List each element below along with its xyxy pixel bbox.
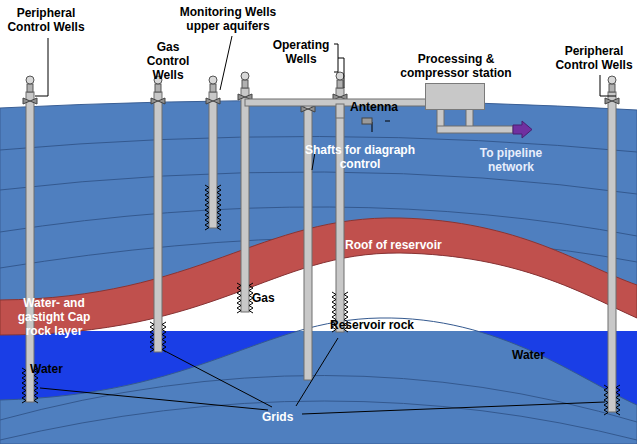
grid-screen bbox=[150, 322, 166, 327]
grid-screen bbox=[604, 390, 620, 395]
grid-screen bbox=[205, 210, 221, 215]
grid-screen bbox=[237, 283, 253, 288]
compressor-station: Processing & compressor station bbox=[425, 83, 485, 110]
grid-screen bbox=[332, 302, 348, 307]
grid-screen bbox=[22, 398, 38, 403]
grid-screen bbox=[205, 185, 221, 190]
zone-label: Water bbox=[512, 348, 545, 362]
valve bbox=[605, 98, 619, 104]
reservoir-base bbox=[0, 318, 637, 405]
grid-screen bbox=[150, 342, 166, 347]
grid-screen bbox=[604, 395, 620, 400]
well-label: Peripheral Control Wells bbox=[4, 6, 88, 34]
valve bbox=[151, 98, 165, 104]
grid-screen bbox=[332, 297, 348, 302]
well-label: Gas Control Wells bbox=[140, 40, 196, 82]
valve bbox=[206, 98, 220, 104]
well-pipe bbox=[241, 88, 249, 312]
wellhead bbox=[337, 80, 343, 88]
well-pipe bbox=[608, 92, 616, 412]
well-pipe bbox=[336, 88, 344, 332]
grid-screen bbox=[150, 332, 166, 337]
grid-screen bbox=[237, 288, 253, 293]
flow-arrow bbox=[513, 121, 532, 138]
part-label: Antenna bbox=[350, 100, 398, 114]
well-pipe bbox=[26, 92, 34, 402]
grid-screen bbox=[22, 393, 38, 398]
wellhead-cap bbox=[26, 76, 34, 84]
wellhead-cap bbox=[336, 72, 344, 80]
grid-screen bbox=[205, 190, 221, 195]
well-label: Monitoring Wells upper aquifers bbox=[172, 5, 284, 33]
grid-screen bbox=[604, 400, 620, 405]
wellhead bbox=[242, 80, 248, 88]
zone-label: Gas bbox=[252, 291, 275, 305]
well-label: Operating Wells bbox=[268, 38, 334, 66]
grid-screen bbox=[237, 303, 253, 308]
zone-label: Water bbox=[30, 362, 63, 376]
grid-screen bbox=[332, 292, 348, 297]
well-label: Peripheral Control Wells bbox=[554, 44, 634, 72]
flow-label: To pipeline network bbox=[468, 146, 554, 174]
grid-screen bbox=[205, 225, 221, 230]
wellhead-cap bbox=[608, 76, 616, 84]
valve bbox=[301, 106, 315, 112]
shaft-label: Shafts for diagraph control bbox=[300, 143, 420, 171]
grid-screen bbox=[332, 312, 348, 317]
grid-screen bbox=[205, 215, 221, 220]
wellhead-cap bbox=[209, 76, 217, 84]
grid-screen bbox=[237, 308, 253, 313]
grid-screen bbox=[604, 385, 620, 390]
surface-pipes bbox=[245, 99, 532, 138]
grid-screen bbox=[22, 388, 38, 393]
grid-screen bbox=[150, 337, 166, 342]
grid-screen bbox=[237, 298, 253, 303]
wellhead bbox=[210, 84, 216, 92]
grid-screen bbox=[22, 378, 38, 383]
wells bbox=[22, 72, 620, 415]
strata-lines bbox=[0, 136, 637, 440]
grid-screen bbox=[604, 405, 620, 410]
well-pipe bbox=[154, 92, 162, 352]
well-pipe bbox=[209, 92, 217, 228]
wellhead bbox=[609, 84, 615, 92]
station-label: Processing & compressor station bbox=[391, 52, 521, 80]
grid-screen bbox=[205, 205, 221, 210]
grid-screen bbox=[150, 327, 166, 332]
ground bbox=[0, 100, 637, 444]
valve bbox=[23, 98, 37, 104]
grid-screen bbox=[237, 293, 253, 298]
wellhead bbox=[27, 84, 33, 92]
layer-label: Roof of reservoir bbox=[345, 238, 442, 252]
grid-screen bbox=[604, 410, 620, 415]
wellhead bbox=[155, 84, 161, 92]
grid-screen bbox=[205, 220, 221, 225]
grid-screen bbox=[332, 307, 348, 312]
zone-label: Reservoir rock bbox=[330, 318, 414, 332]
grid-screen bbox=[22, 383, 38, 388]
cap-rock bbox=[0, 218, 637, 335]
grid-screen bbox=[150, 347, 166, 352]
callout-label: Grids bbox=[262, 410, 293, 424]
grid-screen bbox=[205, 195, 221, 200]
wellhead-cap bbox=[241, 72, 249, 80]
layer-label: Water- and gastight Cap rock layer bbox=[6, 296, 102, 338]
grid-screen bbox=[205, 200, 221, 205]
leader-lines bbox=[35, 36, 616, 414]
